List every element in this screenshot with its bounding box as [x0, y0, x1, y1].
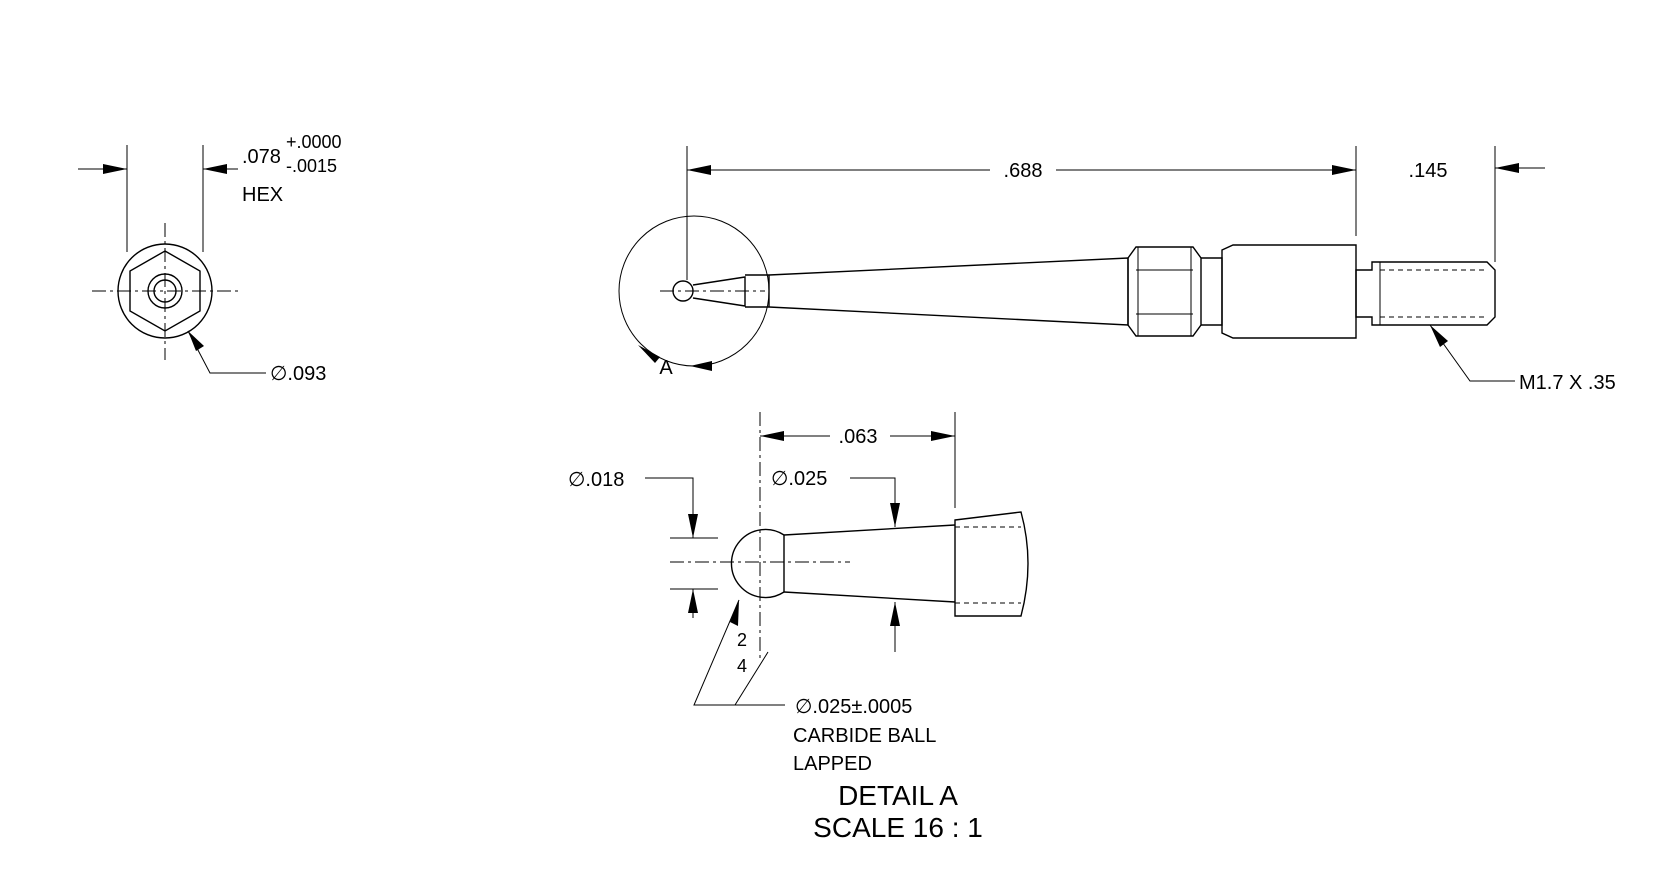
- hex-tol-minus: -.0015: [286, 156, 337, 176]
- carbide-ball: [730, 528, 785, 599]
- arrowhead: [188, 331, 204, 351]
- hex-dim: .078: [242, 146, 281, 168]
- arrowhead: [687, 165, 711, 175]
- arrowhead: [688, 514, 698, 538]
- hex-label: HEX: [242, 184, 283, 206]
- finish-symbol-leader: [693, 599, 769, 706]
- offset-dim: .063: [839, 426, 878, 448]
- taper-dia: ∅.025: [771, 468, 827, 490]
- detail-a-view: .063 ∅.018 ∅.025 2 4 ∅.025±.0005 CARBIDE…: [568, 412, 1029, 843]
- thread-length-dim: .145: [1409, 160, 1448, 182]
- stem-dia-leader: [645, 477, 694, 538]
- threaded-end: [1355, 261, 1496, 326]
- surface-finish-top: 2: [737, 630, 747, 650]
- arrowhead: [760, 431, 784, 441]
- arrowhead: [103, 164, 127, 174]
- ball-material: CARBIDE BALL: [793, 725, 936, 747]
- taper-edge-bottom: [783, 591, 956, 603]
- ball-finish: LAPPED: [793, 753, 872, 775]
- stem-dia: ∅.018: [568, 469, 624, 491]
- collar: [1221, 244, 1357, 339]
- thread-callout: M1.7 X .35: [1519, 372, 1616, 394]
- arrowhead: [203, 164, 227, 174]
- hex-tol-plus: +.0000: [286, 132, 342, 152]
- arrowhead: [931, 431, 955, 441]
- stylus-neck: [692, 276, 746, 307]
- detail-scale: SCALE 16 : 1: [813, 812, 983, 843]
- ball-dia: ∅.025±.0005: [795, 696, 912, 718]
- arrowhead: [890, 602, 900, 626]
- detail-title: DETAIL A: [838, 780, 958, 811]
- arrowhead: [1430, 325, 1448, 347]
- detail-label: A: [659, 357, 673, 379]
- arrowhead: [890, 503, 900, 527]
- hex-section: [1127, 246, 1202, 337]
- arrowhead: [1495, 163, 1519, 173]
- surface-finish-bottom: 4: [737, 656, 747, 676]
- arrowhead: [730, 600, 739, 626]
- taper-edge-top: [783, 524, 956, 536]
- arrowhead: [690, 361, 712, 371]
- shank-section: [954, 511, 1029, 617]
- arrowhead: [688, 589, 698, 613]
- bore-dim: ∅.093: [270, 363, 326, 385]
- stylus-ball: [672, 280, 694, 302]
- arrowhead: [1332, 165, 1356, 175]
- stylus-taper: [768, 257, 1129, 326]
- taper-dia-leader: [850, 477, 896, 527]
- side-view: .688 .145 A M1.7 X .35: [618, 146, 1616, 394]
- length-dim: .688: [1004, 160, 1043, 182]
- bore-leader: [187, 330, 266, 374]
- thread-leader: [1429, 324, 1515, 382]
- hex-end-view: .078 +.0000 -.0015 HEX ∅.093: [78, 132, 342, 385]
- shoulder: [1201, 257, 1223, 326]
- arrowhead: [638, 345, 660, 363]
